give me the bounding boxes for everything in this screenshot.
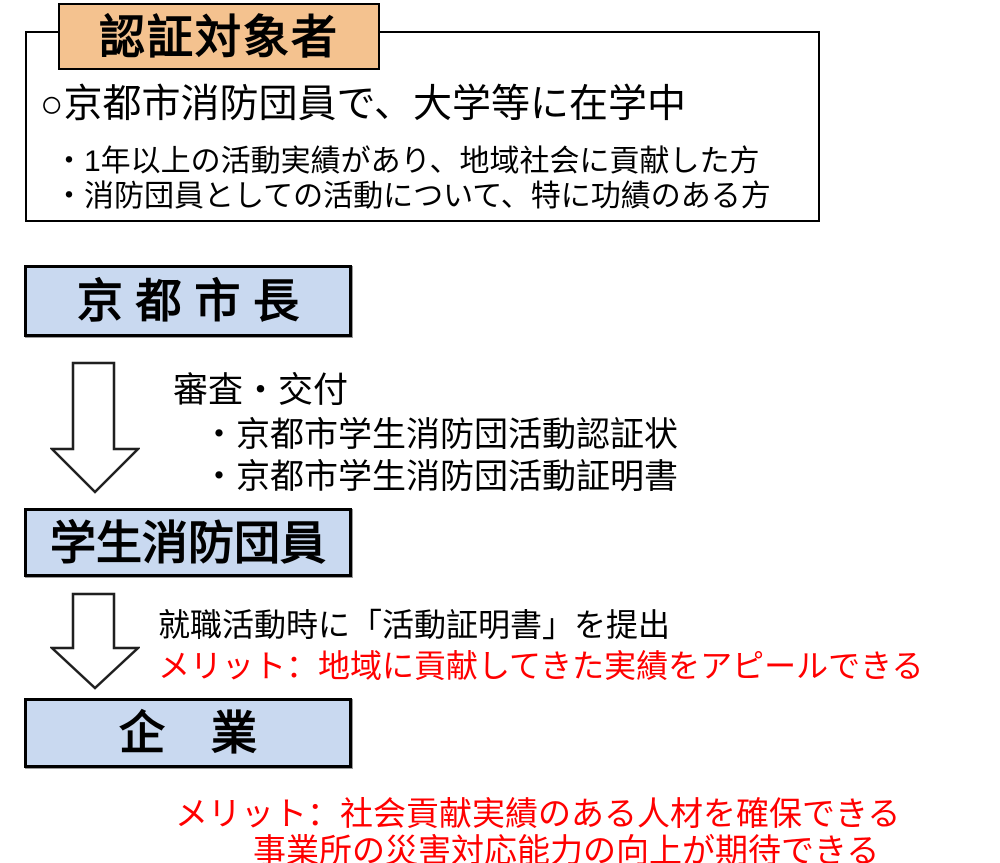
step1-title: 審査・交付 [173,371,349,410]
mayor-label: 京 都 市 長 [76,275,300,327]
certification-target-title: 認証対象者 [99,10,339,63]
company-box: 企 業 [24,698,352,768]
mayor-box: 京 都 市 長 [24,265,352,337]
down-arrow-icon [50,592,140,690]
target-bullet-2: ・消防団員としての活動について、特に功績のある方 [54,180,771,213]
step1-bullet-1: ・京都市学生消防団活動認証状 [202,416,678,454]
target-bullet-1: ・1年以上の活動実績があり、地域社会に貢献した方 [54,145,760,178]
student-member-label: 学生消防団員 [50,516,326,569]
certification-target-header: 認証対象者 [58,3,380,70]
company-label: 企 業 [119,707,257,759]
down-arrow-icon [50,361,140,494]
student-merit-line: メリット：地域に貢献してきた実績をアピールできる [158,648,924,684]
company-merit-line-1: メリット：社会貢献実績のある人材を確保できる [175,795,901,832]
step1-bullet-2: ・京都市学生消防団活動証明書 [202,458,678,496]
target-main-line: ○京都市消防団員で、大学等に在学中 [40,83,686,126]
student-member-box: 学生消防団員 [24,508,352,577]
step2-submit-line: 就職活動時に「活動証明書」を提出 [158,607,671,643]
company-merit-line-2: 事業所の災害対応能力の向上が期待できる [253,832,880,863]
